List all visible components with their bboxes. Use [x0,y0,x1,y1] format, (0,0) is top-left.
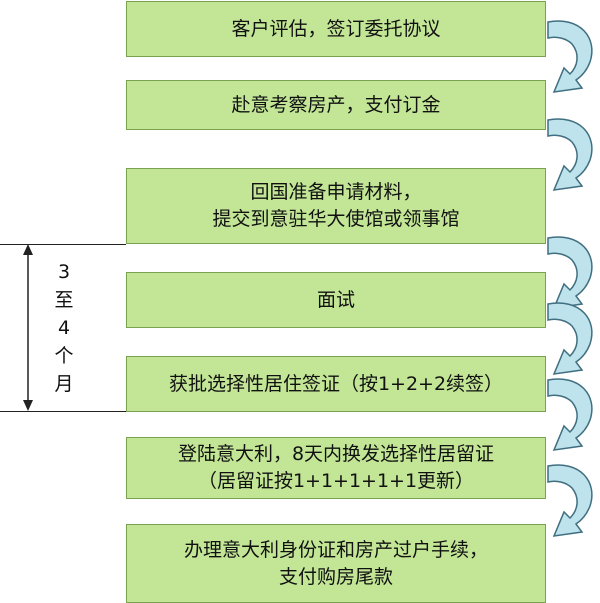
step-6-line-2: （居留证按1+1+1+1+1更新） [197,470,475,492]
step-6-line-1: 登陆意大利，8天内换发选择性居留证 [177,443,495,465]
curved-turn-arrow-icon [547,118,593,191]
curved-turn-arrow-icon [547,378,593,451]
duration-char-3: 4 [57,317,71,339]
step-4-interview: 面试 [126,272,546,328]
step-2-property-visit: 赴意考察房产，支付订金 [126,80,546,130]
step-3-line-1: 回国准备申请材料， [250,181,422,203]
step-1-line-1: 客户评估，签订委托协议 [231,17,441,40]
step-7-line-1: 办理意大利身份证和房产过户手续， [183,538,488,561]
duration-bracket-bottom-line [0,411,126,412]
curved-turn-arrow-icon [547,302,593,375]
duration-char-1: 3 [57,261,71,283]
step-7-id-and-transfer: 办理意大利身份证和房产过户手续， 支付购房尾款 [126,524,546,603]
step-2-line-1: 赴意考察房产，支付订金 [231,93,441,116]
duration-char-2: 至 [54,289,74,311]
curved-turn-arrow-icon [547,464,593,537]
step-3-prepare-documents: 回国准备申请材料， 提交到意驻华大使馆或领事馆 [126,168,546,244]
step-4-line-1: 面试 [316,288,355,311]
duration-char-4: 个 [54,345,74,367]
step-5-visa-approved: 获批选择性居住签证（按1+2+2续签） [126,356,546,412]
step-3-line-2: 提交到意驻华大使馆或领事馆 [212,208,460,230]
step-7-line-2: 支付购房尾款 [278,565,393,588]
curved-turn-arrow-icon [547,20,593,93]
step-6-arrive-italy: 登陆意大利，8天内换发选择性居留证 （居留证按1+1+1+1+1更新） [126,437,546,499]
duration-char-5: 月 [54,373,74,395]
step-1-client-assessment: 客户评估，签订委托协议 [126,1,546,57]
step-5-line-1: 获批选择性居住签证（按1+2+2续签） [168,372,504,395]
duration-double-arrow-icon [23,244,33,411]
duration-bracket-top-line [0,244,126,245]
